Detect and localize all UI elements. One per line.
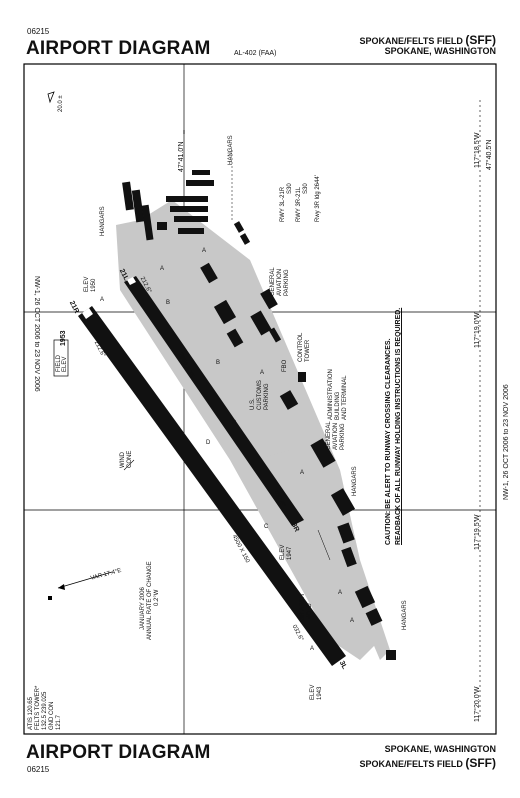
al-code: AL-402 (FAA) bbox=[234, 50, 277, 57]
north-arrow-icon bbox=[47, 91, 55, 104]
taxiway-label: B bbox=[216, 360, 221, 366]
tower-frequencies: 132.5 239.025 bbox=[42, 691, 48, 730]
runway-strength: RWY 3R-21L bbox=[296, 186, 302, 222]
lon-mid: 117°19.0'W bbox=[474, 312, 481, 348]
runway-strength: RWY 3L-21R bbox=[280, 186, 286, 222]
airport-name: SPOKANE/FELTS FIELD bbox=[359, 759, 463, 769]
taxiway-label: A bbox=[100, 297, 105, 303]
variation-rate-value: 0.2°W bbox=[154, 589, 160, 606]
fbo-label: FBO bbox=[282, 359, 288, 372]
ground-label: GND CON bbox=[49, 701, 55, 730]
hangars-label-north: HANGARS bbox=[228, 135, 234, 165]
airport-name: SPOKANE/FELTS FIELD bbox=[359, 36, 463, 46]
wind-cone-icon bbox=[123, 459, 135, 471]
lat-top: 47°41.0'N bbox=[178, 141, 185, 172]
field-elev-label-2: ELEV bbox=[62, 356, 68, 372]
buildings-east bbox=[200, 262, 396, 660]
page-title: AIRPORT DIAGRAM bbox=[26, 38, 211, 59]
runway-3r-21l bbox=[124, 276, 304, 526]
tiedowns bbox=[233, 221, 282, 343]
lon-top: 117°18.5'W bbox=[474, 132, 481, 168]
variation-arrow bbox=[57, 571, 113, 589]
connector-taxiway bbox=[160, 262, 300, 500]
admin-building-label: ADMINISTRATION BUILDING AND TERMINAL bbox=[328, 369, 348, 420]
taxiway-label: A bbox=[202, 248, 207, 254]
field-elev-box bbox=[53, 339, 69, 377]
north-label: 20.0 ± bbox=[58, 95, 64, 112]
taxiway-label: C bbox=[264, 524, 269, 530]
small-mark bbox=[48, 596, 52, 600]
customs-parking-label: U.S. CUSTOMS PARKING bbox=[250, 380, 270, 410]
taxiway-label: D bbox=[232, 420, 237, 426]
taxiway-label: A bbox=[160, 266, 165, 272]
runway-landing-distance: Rwy 3R ldg 2644' bbox=[315, 175, 321, 222]
taxiway-label: B bbox=[166, 300, 171, 306]
ground-frequency: 121.7 bbox=[56, 714, 62, 730]
airport-code: (SFF) bbox=[465, 756, 496, 770]
general-aviation-parking-south: GENERAL AVIATION PARKING bbox=[326, 421, 346, 450]
runway-strength: S30 bbox=[287, 183, 293, 194]
variation-rate-label: ANNUAL RATE OF CHANGE bbox=[147, 561, 153, 640]
airport-code: (SFF) bbox=[465, 33, 496, 47]
wind-cone-label: WIND CONE bbox=[120, 450, 133, 468]
hangar-buildings-north bbox=[122, 170, 214, 241]
taxiway-label: D bbox=[206, 440, 211, 446]
taxiway-label: A bbox=[338, 590, 343, 596]
taxiway-label: A bbox=[260, 370, 265, 376]
airport-name-footer: SPOKANE/FELTS FIELD (SFF) bbox=[359, 756, 496, 770]
airport-name-header: SPOKANE/FELTS FIELD (SFF) bbox=[359, 33, 496, 47]
lon-bottom: 117°20.0'W bbox=[474, 686, 481, 722]
runway-3l-21r bbox=[78, 306, 346, 666]
hangars-label-mid: HANGARS bbox=[352, 466, 358, 496]
elev-3r: ELEV 1947 bbox=[280, 544, 293, 560]
field-elev-value: 1953 bbox=[60, 330, 67, 346]
hangars-label-west: HANGARS bbox=[100, 206, 106, 236]
tower-name: FELTS TOWER* bbox=[35, 685, 41, 730]
runway-strength: S30 bbox=[303, 183, 309, 194]
elev-3l: ELEV 1943 bbox=[310, 684, 323, 700]
control-tower-label: CONTROL TOWER bbox=[298, 332, 311, 362]
atis-frequency: ATIS 120.65 bbox=[28, 697, 34, 730]
threshold-21l bbox=[127, 277, 136, 285]
variation-arrow-head-icon bbox=[58, 584, 65, 590]
threshold-21r bbox=[82, 308, 93, 319]
map-frame bbox=[23, 63, 497, 735]
taxiway-label: A bbox=[300, 470, 305, 476]
footer-title: AIRPORT DIAGRAM bbox=[26, 742, 211, 763]
leader-line bbox=[317, 529, 331, 561]
lat-right: 47°40.5'N bbox=[486, 139, 493, 170]
top-procedure-id: 06215 bbox=[27, 27, 50, 36]
city-header: SPOKANE, WASHINGTON bbox=[384, 46, 496, 56]
general-aviation-parking-north: GENERAL AVIATION PARKING bbox=[270, 267, 290, 296]
taxiway-label: A bbox=[350, 618, 355, 624]
city-footer: SPOKANE, WASHINGTON bbox=[384, 744, 496, 754]
lon-lower: 117°19.5'W bbox=[474, 514, 481, 550]
bottom-procedure-id: 06215 bbox=[27, 765, 50, 774]
hangars-label-south: HANGARS bbox=[402, 600, 408, 630]
variation-date: JANUARY 2006 bbox=[140, 587, 146, 630]
arch-hold-label: 3R ARCH HOLD bbox=[300, 593, 313, 620]
elev-21l: ELEV 1950 bbox=[84, 276, 97, 292]
taxiway-label: A bbox=[310, 646, 315, 652]
